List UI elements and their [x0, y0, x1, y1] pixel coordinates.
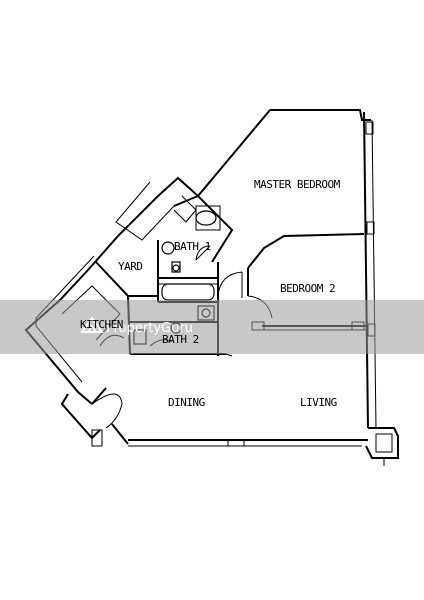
label-bedroom-2: BEDROOM 2 — [280, 282, 335, 295]
label-bath-1: BATH 1 — [174, 240, 211, 253]
propertyguru-logo-icon — [80, 316, 104, 333]
entrance-door-icon — [91, 393, 123, 429]
label-living: LIVING — [300, 396, 337, 409]
label-kitchen: KITCHEN — [80, 318, 123, 331]
watermark-band — [0, 300, 424, 354]
bath-1-sink-icon — [195, 210, 217, 226]
outer-walls — [24, 109, 399, 466]
bedroom-door-icon — [217, 271, 243, 297]
label-bath-2: BATH 2 — [162, 333, 199, 346]
bath-1-toilet-icon — [161, 241, 175, 255]
watermark: PropertyGuru — [0, 300, 424, 354]
room-labels: MASTER BEDROOM BEDROOM 2 BATH 1 BATH 2 Y… — [80, 178, 341, 409]
bath-1-door-icon — [195, 245, 211, 261]
label-dining: DINING — [168, 396, 205, 409]
watermark-text: PropertyGuru — [106, 321, 193, 336]
bathtub-icon — [161, 283, 215, 301]
label-master-bedroom: MASTER BEDROOM — [254, 178, 341, 191]
label-yard: YARD — [118, 260, 143, 273]
